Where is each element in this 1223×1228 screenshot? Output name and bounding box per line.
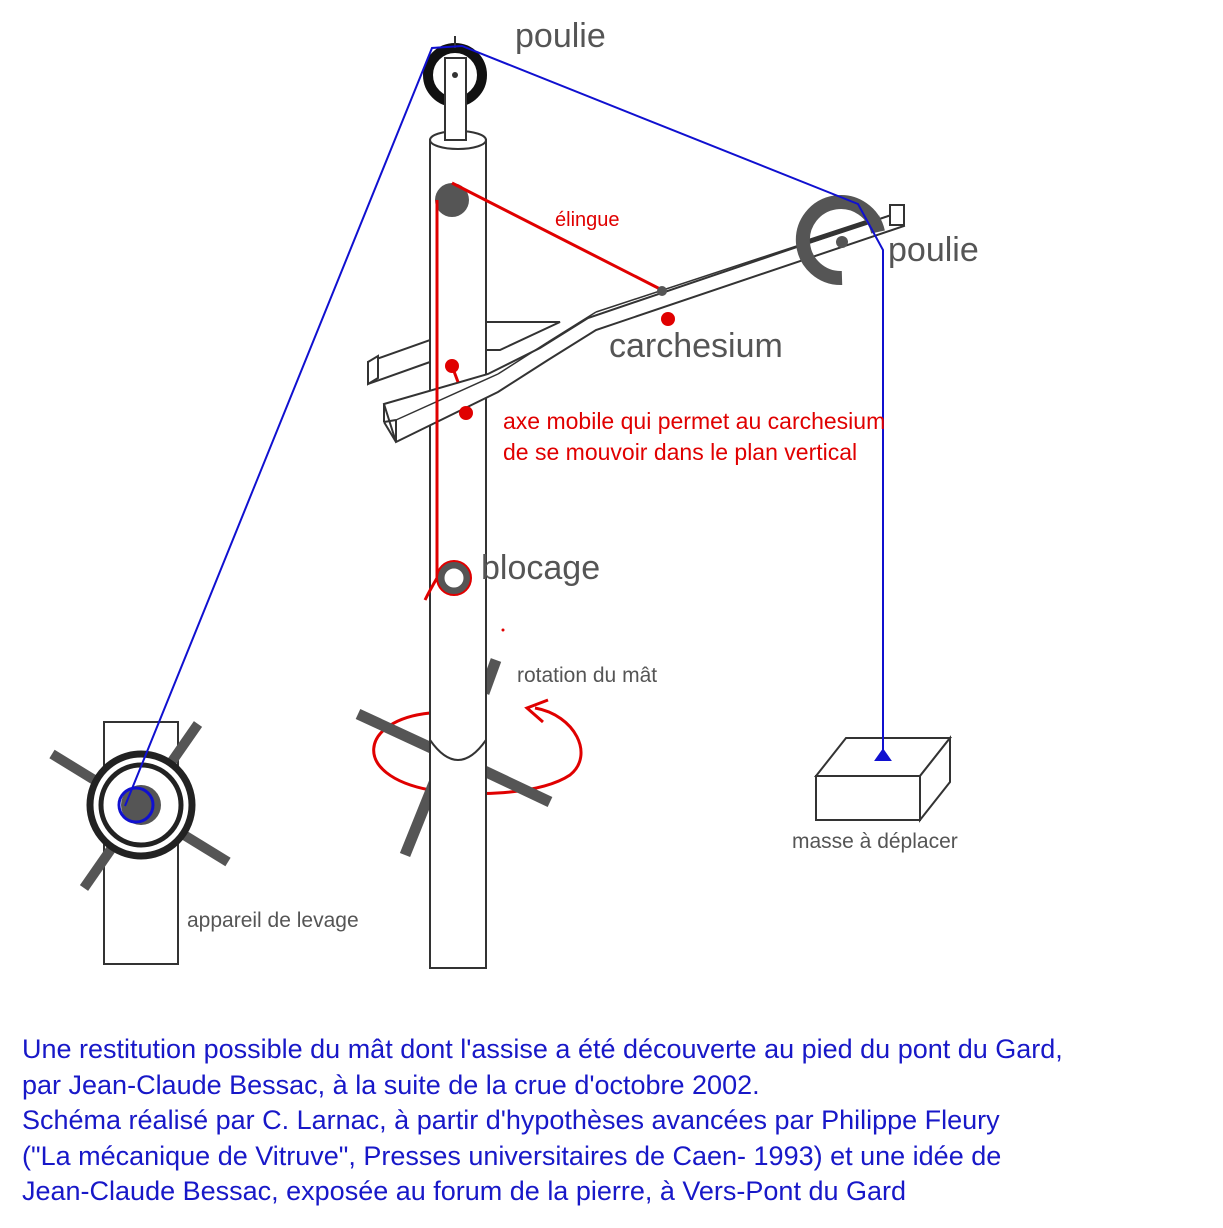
carchesium xyxy=(367,204,906,444)
label-sling: élingue xyxy=(555,209,620,231)
label-mast-rotation: rotation du mât xyxy=(517,664,657,687)
label-mass: masse à déplacer xyxy=(792,830,958,853)
caption-line: Schéma réalisé par C. Larnac, à partir d… xyxy=(22,1105,1000,1135)
label-carchesium: carchesium xyxy=(609,327,783,365)
mass-block xyxy=(813,735,953,823)
top-pulley xyxy=(423,36,487,141)
rope xyxy=(117,44,884,824)
label-lifting-device: appareil de levage xyxy=(187,909,359,932)
label-axis-line2: de se mouvoir dans le plan vertical xyxy=(503,439,857,465)
caption-line: Une restitution possible du mât dont l'a… xyxy=(22,1034,1063,1064)
mast xyxy=(429,130,487,969)
label-pulley-right: poulie xyxy=(888,231,979,269)
right-pulley xyxy=(795,195,885,286)
lifting-device xyxy=(49,721,231,965)
caption-line: par Jean-Claude Bessac, à la suite de la… xyxy=(22,1069,760,1100)
caption-line: ("La mécanique de Vitruve", Presses univ… xyxy=(22,1140,1002,1171)
label-axis-line1: axe mobile qui permet au carchesium xyxy=(503,408,885,434)
caption: Une restitution possible du mât dont l'a… xyxy=(22,1032,1217,1210)
blocking-ring xyxy=(436,560,472,596)
label-pulley-top: poulie xyxy=(515,17,606,55)
sling xyxy=(423,181,667,601)
label-blocking: blocage xyxy=(481,549,600,587)
caption-line: Jean-Claude Bessac, exposée au forum de … xyxy=(22,1176,906,1206)
pivot-points xyxy=(445,312,675,632)
